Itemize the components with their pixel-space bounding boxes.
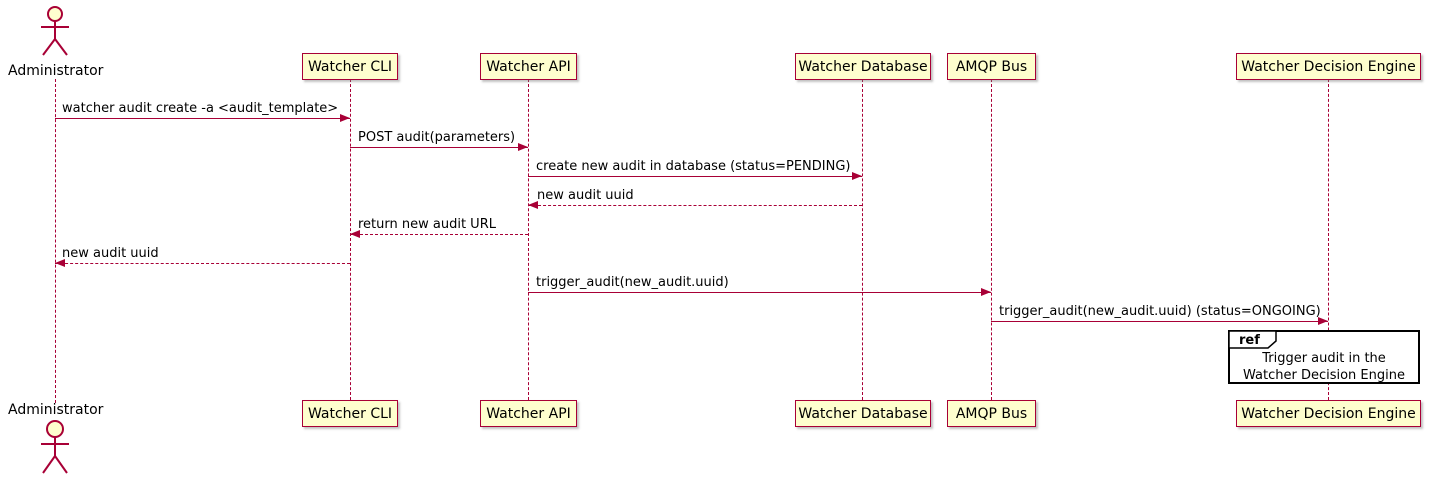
participant-watcher-decision-engine-bottom: Watcher Decision Engine (1236, 400, 1421, 427)
participant-label: AMQP Bus (955, 405, 1028, 422)
arrow-left-icon (55, 259, 65, 267)
message-line (528, 292, 991, 293)
message-line (350, 234, 528, 235)
participant-watcher-decision-engine-top: Watcher Decision Engine (1236, 53, 1421, 80)
participant-label: Watcher API (486, 58, 571, 75)
participant-label: Watcher CLI (307, 405, 393, 422)
ref-text-line1: Trigger audit in the (1262, 351, 1386, 366)
ref-fragment: ref Trigger audit in the Watcher Decisio… (1228, 330, 1420, 384)
arrow-left-icon (528, 201, 538, 209)
arrow-right-icon (981, 288, 991, 296)
participant-watcher-cli-top: Watcher CLI (302, 53, 398, 80)
lifeline-amqp-bus (991, 79, 992, 400)
participant-administrator-bottom-label: Administrator (8, 402, 104, 418)
participant-label: Watcher CLI (307, 58, 393, 75)
lifeline-administrator (55, 79, 56, 403)
actor-icon-administrator-bottom (37, 419, 73, 483)
participant-label: Watcher API (486, 405, 571, 422)
message-label: trigger_audit(new_audit.uuid) (status=ON… (999, 304, 1321, 319)
actor-icon-administrator-top (37, 5, 73, 65)
participant-watcher-cli-bottom: Watcher CLI (302, 400, 398, 427)
arrow-right-icon (340, 114, 350, 122)
participant-watcher-api-bottom: Watcher API (480, 400, 577, 427)
participant-watcher-database-top: Watcher Database (795, 53, 931, 80)
message-line (528, 205, 862, 206)
arrow-left-icon (350, 230, 360, 238)
lifeline-watcher-decision-engine (1328, 79, 1329, 400)
participant-label: Watcher Database (798, 58, 928, 75)
participant-label: AMQP Bus (955, 58, 1028, 75)
arrow-right-icon (852, 172, 862, 180)
message-line (350, 147, 528, 148)
message-line (991, 321, 1328, 322)
participant-label: Watcher Decision Engine (1241, 405, 1416, 422)
message-line (528, 176, 862, 177)
message-label: new audit uuid (537, 188, 634, 203)
lifeline-watcher-cli (350, 79, 351, 400)
arrow-right-icon (1318, 317, 1328, 325)
message-label: POST audit(parameters) (358, 130, 516, 145)
message-label: trigger_audit(new_audit.uuid) (536, 275, 729, 290)
ref-keyword: ref (1239, 333, 1260, 348)
message-label: new audit uuid (62, 246, 159, 261)
participant-label: Watcher Database (798, 405, 928, 422)
message-label: create new audit in database (status=PEN… (536, 159, 851, 174)
message-label: watcher audit create -a <audit_template> (62, 101, 339, 116)
ref-text-line2: Watcher Decision Engine (1243, 368, 1405, 383)
participant-watcher-api-top: Watcher API (480, 53, 577, 80)
ref-header-shape (1229, 331, 1277, 349)
message-line (55, 263, 350, 264)
participant-administrator-top-label: Administrator (8, 63, 104, 79)
participant-watcher-database-bottom: Watcher Database (795, 400, 931, 427)
message-line (55, 118, 350, 119)
ref-text: Trigger audit in the Watcher Decision En… (1230, 350, 1418, 384)
lifeline-watcher-api (528, 79, 529, 400)
participant-amqp-bus-bottom: AMQP Bus (947, 400, 1036, 427)
message-label: return new audit URL (358, 217, 496, 232)
arrow-right-icon (518, 143, 528, 151)
participant-amqp-bus-top: AMQP Bus (947, 53, 1036, 80)
participant-label: Watcher Decision Engine (1241, 58, 1416, 75)
lifeline-watcher-database (862, 79, 863, 400)
